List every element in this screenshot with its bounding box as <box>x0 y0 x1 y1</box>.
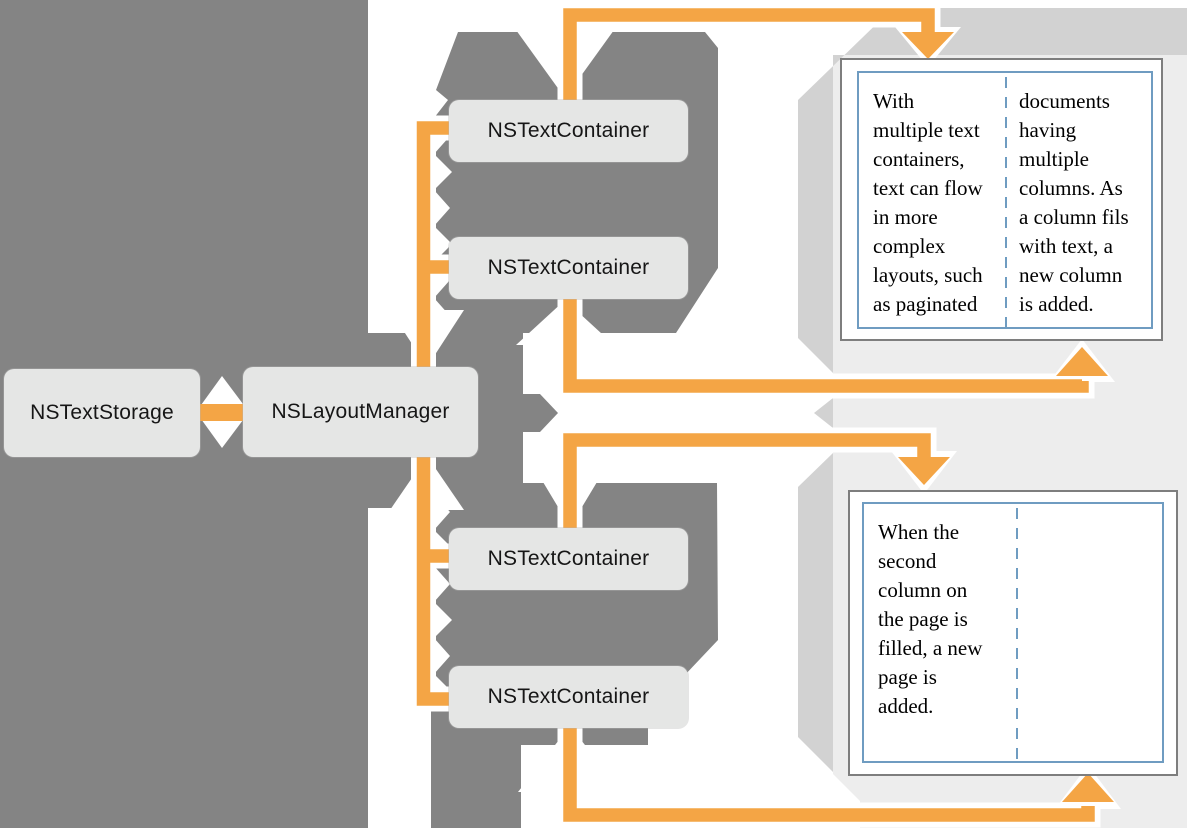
node-nstextcontainer-4: NSTextContainer <box>449 666 688 728</box>
page2-column-1: When the second column on the page is fi… <box>878 520 983 718</box>
dark-bowtie-point <box>520 394 558 432</box>
arrowheads <box>898 32 1114 802</box>
route1-line <box>563 8 935 101</box>
page2-column-divider <box>1016 508 1018 761</box>
node-nstextcontainer-1: NSTextContainer <box>449 100 688 162</box>
page1-column-1: With multiple text containers, text can … <box>873 89 983 316</box>
slab-page1 <box>798 8 1187 373</box>
route3-line <box>563 433 931 534</box>
up-arrowhead-page1-bottom <box>1056 347 1108 376</box>
route2-line <box>563 294 1089 393</box>
down-arrowhead-page2-top <box>898 457 950 485</box>
node-nstextcontainer-2: NSTextContainer <box>449 237 688 299</box>
node-nstextcontainer-3: NSTextContainer <box>449 528 688 590</box>
page1-column-divider <box>1005 77 1007 327</box>
node-nstextcontainer-3-label: NSTextContainer <box>487 547 650 570</box>
node-nstextcontainer-1-label: NSTextContainer <box>487 119 650 142</box>
page1-text-area: With multiple text containers, text can … <box>857 71 1153 329</box>
slab-chevron <box>814 398 833 428</box>
node-nstextcontainer-2-label: NSTextContainer <box>487 256 650 279</box>
node-nslayoutmanager: NSLayoutManager <box>243 367 478 457</box>
node-nstextstorage-label: NSTextStorage <box>30 401 174 424</box>
node-nslayoutmanager-label: NSLayoutManager <box>271 400 450 423</box>
page2-text-area: When the second column on the page is fi… <box>862 502 1164 763</box>
node-nstextstorage: NSTextStorage <box>4 369 200 457</box>
route4-line <box>563 724 1095 822</box>
page2-column-2 <box>1030 518 1156 775</box>
page-thumbnail-1: With multiple text containers, text can … <box>840 58 1163 341</box>
page1-column-2: documents having multiple columns. As a … <box>1019 89 1129 316</box>
arrow-lines <box>197 8 1095 822</box>
up-arrowhead-page2-bottom <box>1062 773 1114 802</box>
trunk-lower-line <box>416 452 450 706</box>
slab-page2 <box>798 453 833 772</box>
medium-slabs <box>798 8 1187 772</box>
trunk-upper-line <box>416 121 450 372</box>
page-thumbnail-2: When the second column on the page is fi… <box>848 490 1178 776</box>
node-nstextcontainer-4-label: NSTextContainer <box>487 685 650 708</box>
down-arrowhead-page1-top <box>902 32 954 59</box>
